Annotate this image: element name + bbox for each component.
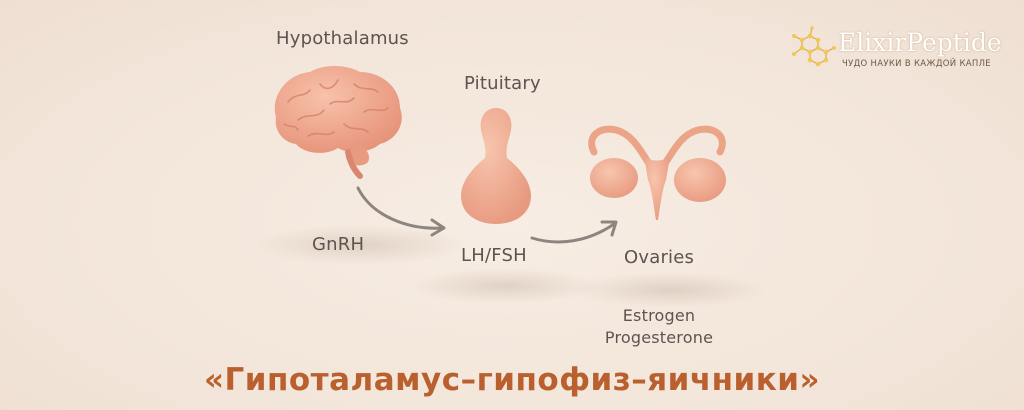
pituitary-label: Pituitary bbox=[464, 73, 541, 94]
progesterone-label: Progesterone bbox=[604, 328, 714, 347]
hypothalamus-label: Hypothalamus bbox=[276, 28, 409, 49]
arrow-pituitary-to-ovaries bbox=[530, 220, 618, 244]
ovaries-shadow bbox=[570, 272, 770, 308]
estrogen-label: Estrogen bbox=[622, 306, 696, 325]
diagram-title: «Гипоталамус–гипофиз–яичники» bbox=[203, 362, 821, 398]
arrow-hypothalamus-to-pituitary bbox=[356, 186, 446, 237]
brain-icon bbox=[274, 66, 402, 179]
ovaries-label: Ovaries bbox=[624, 247, 695, 268]
gnrh-label: GnRH bbox=[312, 234, 365, 255]
molecule-logo-icon bbox=[792, 26, 836, 67]
pituitary-icon bbox=[461, 108, 531, 224]
lhfsh-label: LH/FSH bbox=[461, 245, 527, 266]
brain-shadow bbox=[250, 225, 470, 265]
hormones-label: Estrogen Progesterone bbox=[604, 305, 714, 349]
brand-tagline: ЧУДО НАУКИ В КАЖДОЙ КАПЛЕ bbox=[842, 59, 991, 69]
brand-name: ElixirPeptide bbox=[838, 28, 1002, 57]
ovaries-icon bbox=[588, 125, 726, 220]
pituitary-shadow bbox=[410, 268, 600, 304]
